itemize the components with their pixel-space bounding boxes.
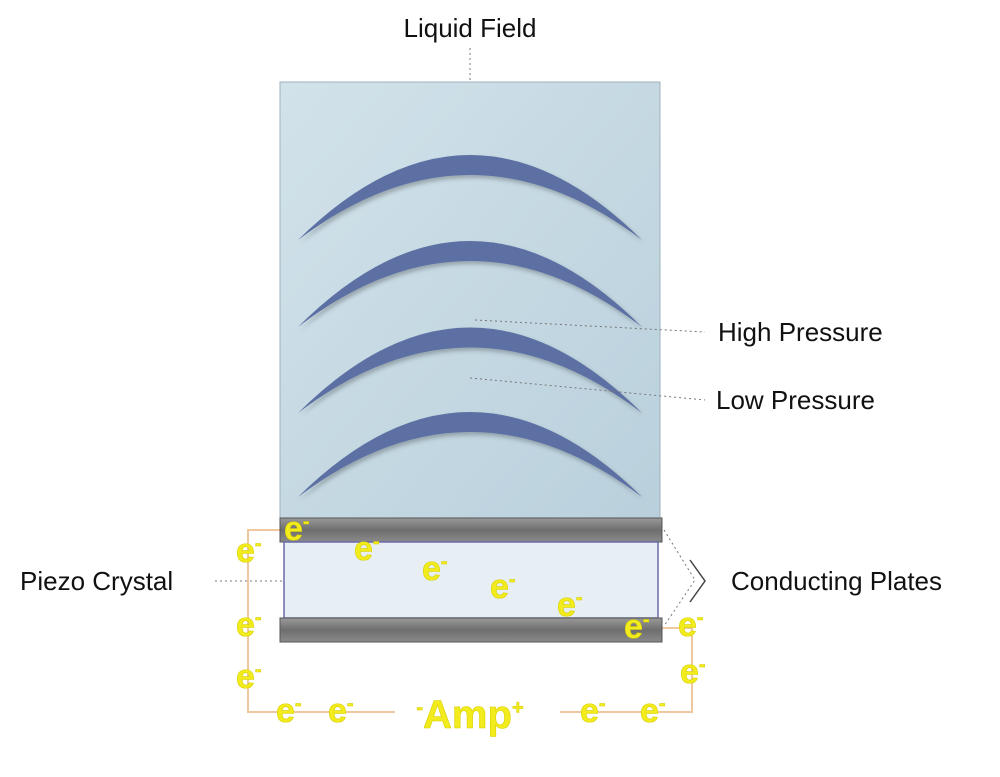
electron: e- <box>236 532 262 570</box>
electron: e- <box>354 530 380 568</box>
electron: e- <box>680 653 706 691</box>
pressure-wave-1 <box>298 155 642 240</box>
pressure-wave-3 <box>298 327 642 413</box>
high-pressure-label: High Pressure <box>718 317 883 347</box>
electron: e- <box>557 586 583 624</box>
pressure-waves <box>298 155 642 497</box>
electron: e- <box>640 692 666 730</box>
top-conducting-plate <box>279 517 663 543</box>
conducting-plates-bracket <box>689 559 706 603</box>
bottom-conducting-plate <box>279 617 663 643</box>
pressure-wave-2 <box>298 241 642 327</box>
electron: e- <box>276 692 302 730</box>
electron: e- <box>236 658 262 696</box>
low-pressure-label: Low Pressure <box>716 385 875 415</box>
leader-lines <box>215 48 706 627</box>
electron: e- <box>236 606 262 644</box>
piezo-crystal-label: Piezo Crystal <box>20 566 173 596</box>
pressure-wave-4 <box>298 412 642 497</box>
conducting-plates-label: Conducting Plates <box>731 566 942 596</box>
electron: e- <box>490 568 516 606</box>
electrons: e- e- e- e- e- e- e- e- e- e- e- e- e- e… <box>236 510 706 731</box>
circuit-wire <box>247 529 693 713</box>
electron: e- <box>422 550 448 588</box>
liquid-field-label: Liquid Field <box>404 13 537 43</box>
electron: e- <box>328 692 354 730</box>
piezo-crystal <box>283 541 659 619</box>
liquid-field <box>279 81 661 523</box>
electron: e- <box>624 608 650 646</box>
amplifier-label: -Amp+ <box>416 693 523 737</box>
electron: e- <box>580 692 606 730</box>
electron: e- <box>284 510 310 548</box>
electron: e- <box>678 606 704 644</box>
